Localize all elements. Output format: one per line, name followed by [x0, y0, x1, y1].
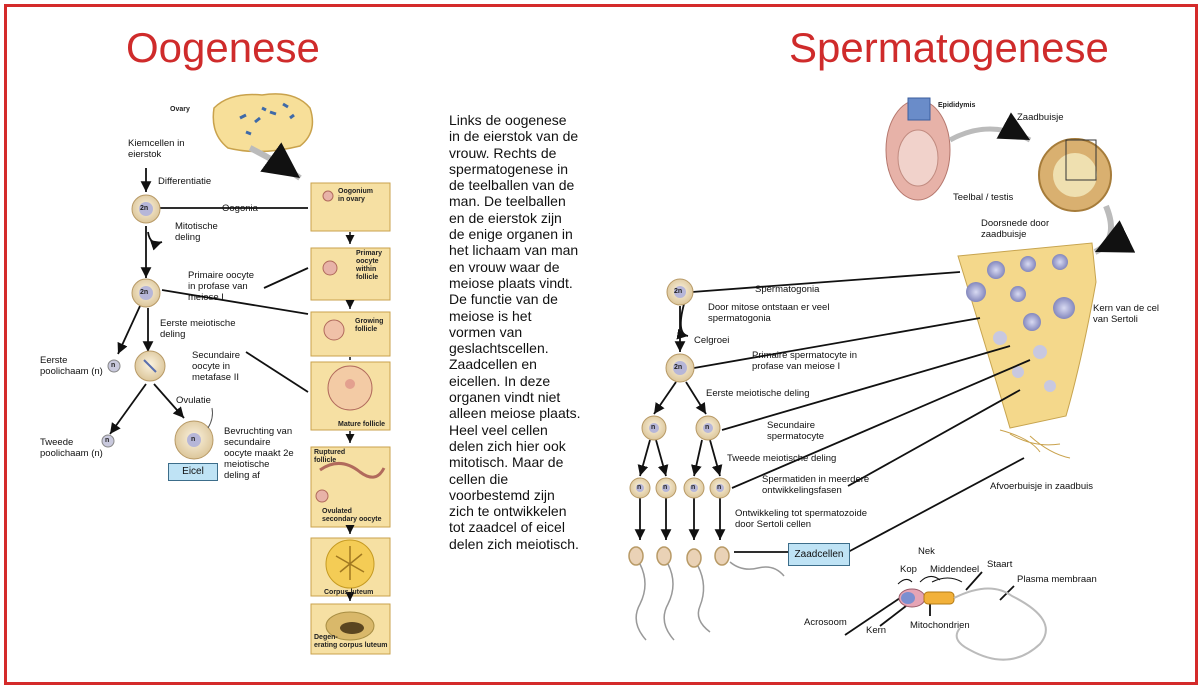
label-doorsnede: Doorsnede door zaadbuisje [981, 218, 1050, 240]
label-ontwikkeling: Ontwikkeling tot spermatozoide door Sert… [735, 508, 868, 530]
testis-illustration [885, 97, 1136, 255]
panel-label-2: Primary oocyte within follicle [356, 250, 383, 281]
follicle-panels [310, 182, 391, 655]
panel-label-6: Ovulated secondary oocyte [322, 508, 382, 523]
label-epididymis: Epididymis [938, 102, 976, 109]
cell-spermatogonium [666, 278, 694, 306]
label-kiemcellen: Kiemcellen in eierstok [128, 138, 185, 160]
label-plasma-membraan: Plasma membraan [1017, 574, 1097, 585]
label-bevruchting: Bevruchting van secundaire oocyte maakt … [224, 426, 294, 481]
label-door-mitose: Door mitose ontstaan er veel spermatogon… [708, 302, 830, 324]
label-zaadbuisje: Zaadbuisje [1017, 112, 1064, 123]
cell-oogonia [131, 194, 161, 224]
ploidy-spermatid-4: n [717, 484, 722, 491]
label-eicel: Eicel [168, 463, 218, 481]
label-middendeel: Middendeel [930, 564, 980, 575]
label-ovary: Ovary [170, 106, 190, 113]
oogenesis-arrows [109, 168, 309, 435]
label-mitotische-deling: Mitotische deling [175, 221, 218, 243]
label-eerste-meiotische-deling: Eerste meiotische deling [160, 318, 236, 340]
label-nek: Nek [918, 546, 935, 557]
label-spermatiden: Spermatiden in meerdere ontwikkelingsfas… [762, 474, 870, 496]
panel-label-3: Growing follicle [355, 318, 384, 333]
label-teelbal: Teelbal / testis [953, 192, 1014, 203]
label-mitochondrien: Mitochondrien [910, 620, 970, 631]
panel-label-5: Ruptured follicle [314, 449, 346, 464]
panel-label-7: Corpus luteum [324, 589, 374, 596]
mature-sperm-diagram [897, 576, 1047, 661]
ovary-illustration [212, 93, 314, 181]
label-eerste-meiotische-deling-sperm: Eerste meiotische deling [706, 388, 810, 399]
ploidy-first-polar-body: n [111, 362, 116, 369]
label-ovulatie: Ovulatie [176, 395, 211, 406]
explanation-paragraph: Links de oogenese in de eierstok van de … [449, 112, 581, 552]
label-spermatogonia: Spermatogonia [755, 284, 820, 295]
label-primaire-oocyte: Primaire oocyte in profase van meiose I [188, 270, 254, 303]
panel-label-8: Degen- erating corpus luteum [314, 634, 388, 649]
seminiferous-cross-section [957, 242, 1097, 459]
ploidy-spermatid-3: n [691, 484, 696, 491]
label-kop: Kop [900, 564, 917, 575]
cell-primary-spermatocyte [665, 353, 695, 383]
developing-sperm-row [628, 546, 785, 641]
ploidy-spermatogonium: 2n [674, 288, 683, 295]
ploidy-spermatid-1: n [637, 484, 642, 491]
label-acrosoom: Acrosoom [804, 617, 847, 628]
title-spermatogenese: Spermatogenese [789, 24, 1109, 71]
label-differentiatie: Differentiatie [158, 176, 212, 187]
label-afvoerbuisje: Afvoerbuisje in zaadbuis [990, 481, 1093, 492]
ploidy-second-polar-body: n [105, 437, 110, 444]
cell-egg [174, 407, 214, 460]
label-kern: Kern [866, 625, 887, 636]
label-zaadcellen: Zaadcellen [788, 543, 850, 566]
title-oogenese: Oogenese [126, 24, 320, 71]
label-celgroei: Celgroei [694, 335, 730, 346]
ploidy-secondary-2: n [705, 424, 710, 431]
label-kern-sertoli: Kern van de cel van Sertoli [1093, 303, 1160, 325]
spermatogenesis-arrows [634, 271, 1031, 636]
label-eerste-poolichaam: Eerste poolichaam (n) [40, 355, 103, 377]
ploidy-secondary-1: n [651, 424, 656, 431]
ploidy-oogonia: 2n [140, 205, 149, 212]
cell-primary-oocyte [131, 278, 161, 308]
panel-label-1: Oogonium in ovary [338, 188, 373, 203]
panel-label-4: Mature follicle [338, 421, 386, 428]
ploidy-spermatid-2: n [663, 484, 668, 491]
label-staart: Staart [987, 559, 1013, 570]
cell-spermatids [629, 477, 731, 499]
label-primaire-spermatocyte: Primaire spermatocyte in profase van mei… [752, 350, 858, 372]
label-secundaire-spermatocyte: Secundaire spermatocyte [767, 420, 825, 442]
label-secundaire-oocyte: Secundaire oocyte in metafase II [192, 350, 241, 383]
cell-second-polar-body [101, 434, 115, 448]
ploidy-primary-oocyte: 2n [140, 289, 149, 296]
cell-secondary-spermatocytes [641, 415, 721, 441]
label-tweede-poolichaam: Tweede poolichaam (n) [40, 437, 103, 459]
cell-secondary-oocyte [134, 350, 166, 382]
label-tweede-meiotische-deling: Tweede meiotische deling [727, 453, 837, 464]
ploidy-primary-spermatocyte: 2n [674, 364, 683, 371]
ploidy-egg: n [191, 436, 196, 443]
cell-first-polar-body [107, 359, 121, 373]
label-oogonia: Oogonia [222, 203, 258, 214]
red-frame [4, 4, 1198, 685]
